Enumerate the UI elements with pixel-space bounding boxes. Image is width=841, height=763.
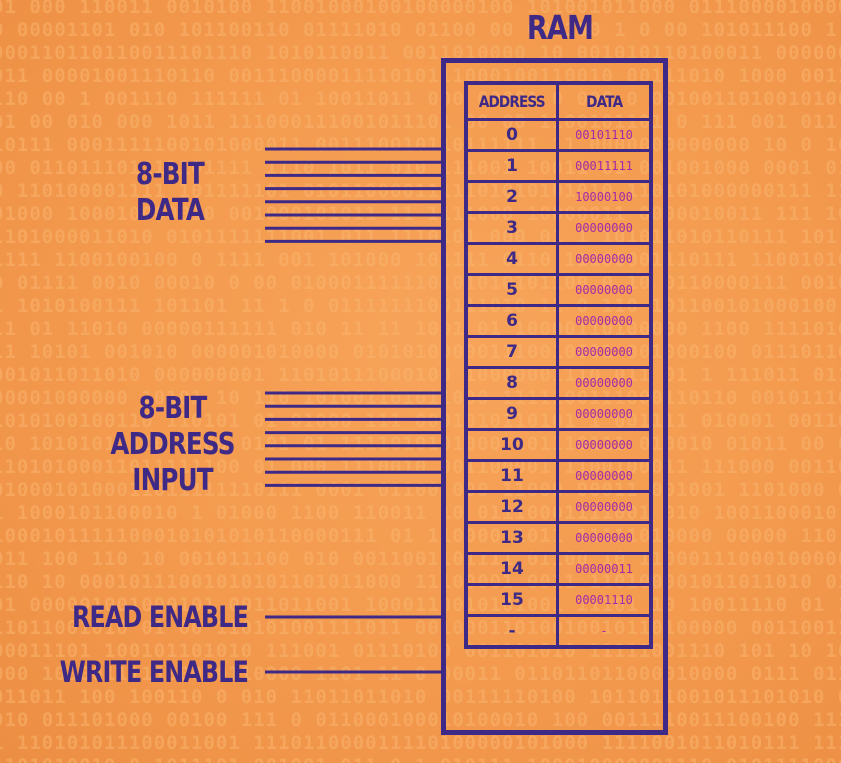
data-cell: 00000000: [556, 366, 653, 400]
address-cell: 8: [464, 366, 559, 400]
address-cell: 14: [464, 552, 559, 586]
data-cell: 00000000: [556, 304, 653, 338]
data-bus-label-line2: DATA: [135, 193, 205, 228]
address-cell: 12: [464, 490, 559, 524]
data-cell: 00000000: [556, 521, 653, 555]
ram-title: RAM: [526, 8, 594, 47]
data-cell: 00000011: [556, 552, 653, 586]
data-cell: 00011111: [556, 149, 653, 183]
address-cell: 4: [464, 242, 559, 276]
data-cell: 00000000: [556, 242, 653, 276]
ram-block: [441, 58, 668, 735]
address-cell: 6: [464, 304, 559, 338]
data-cell: 10000100: [556, 180, 653, 214]
address-cell: 13: [464, 521, 559, 555]
data-cell: 00000000: [556, 211, 653, 245]
data-cell: 00000000: [556, 335, 653, 369]
data-bus-label-line1: 8-BIT: [136, 157, 205, 192]
data-cell: 00000000: [556, 428, 653, 462]
data-cell: 00000000: [556, 459, 653, 493]
data-cell: 00000000: [556, 273, 653, 307]
data-column-header: DATA: [556, 81, 653, 121]
address-cell: 7: [464, 335, 559, 369]
address-cell: 15: [464, 583, 559, 617]
address-cell: 5: [464, 273, 559, 307]
address-cell: 9: [464, 397, 559, 431]
address-cell: 3: [464, 211, 559, 245]
address-cell: 1: [464, 149, 559, 183]
read-enable-label: READ ENABLE: [71, 600, 249, 634]
data-cell: 00001110: [556, 583, 653, 617]
address-cell: 2: [464, 180, 559, 214]
data-cell: -: [556, 614, 653, 649]
data-cell: 00000000: [556, 397, 653, 431]
address-cell: 10: [464, 428, 559, 462]
data-bus-label: 8-BIT DATA: [113, 157, 228, 229]
address-cell: -: [464, 614, 559, 649]
memory-table-header: ADDRESS DATA: [464, 81, 653, 121]
address-column-header: ADDRESS: [464, 81, 559, 121]
address-bus-label-line3: INPUT: [132, 463, 213, 498]
write-enable-label: WRITE ENABLE: [59, 655, 249, 689]
address-cell: 11: [464, 459, 559, 493]
data-cell: 00000000: [556, 490, 653, 524]
address-bus-label: 8-BIT ADDRESS INPUT: [101, 391, 245, 499]
memory-row: --: [464, 614, 653, 649]
address-bus-label-line2: ADDRESS: [110, 427, 235, 462]
address-cell: 0: [464, 118, 559, 152]
data-cell: 00101110: [556, 118, 653, 152]
address-bus-label-line1: 8-BIT: [138, 391, 208, 426]
